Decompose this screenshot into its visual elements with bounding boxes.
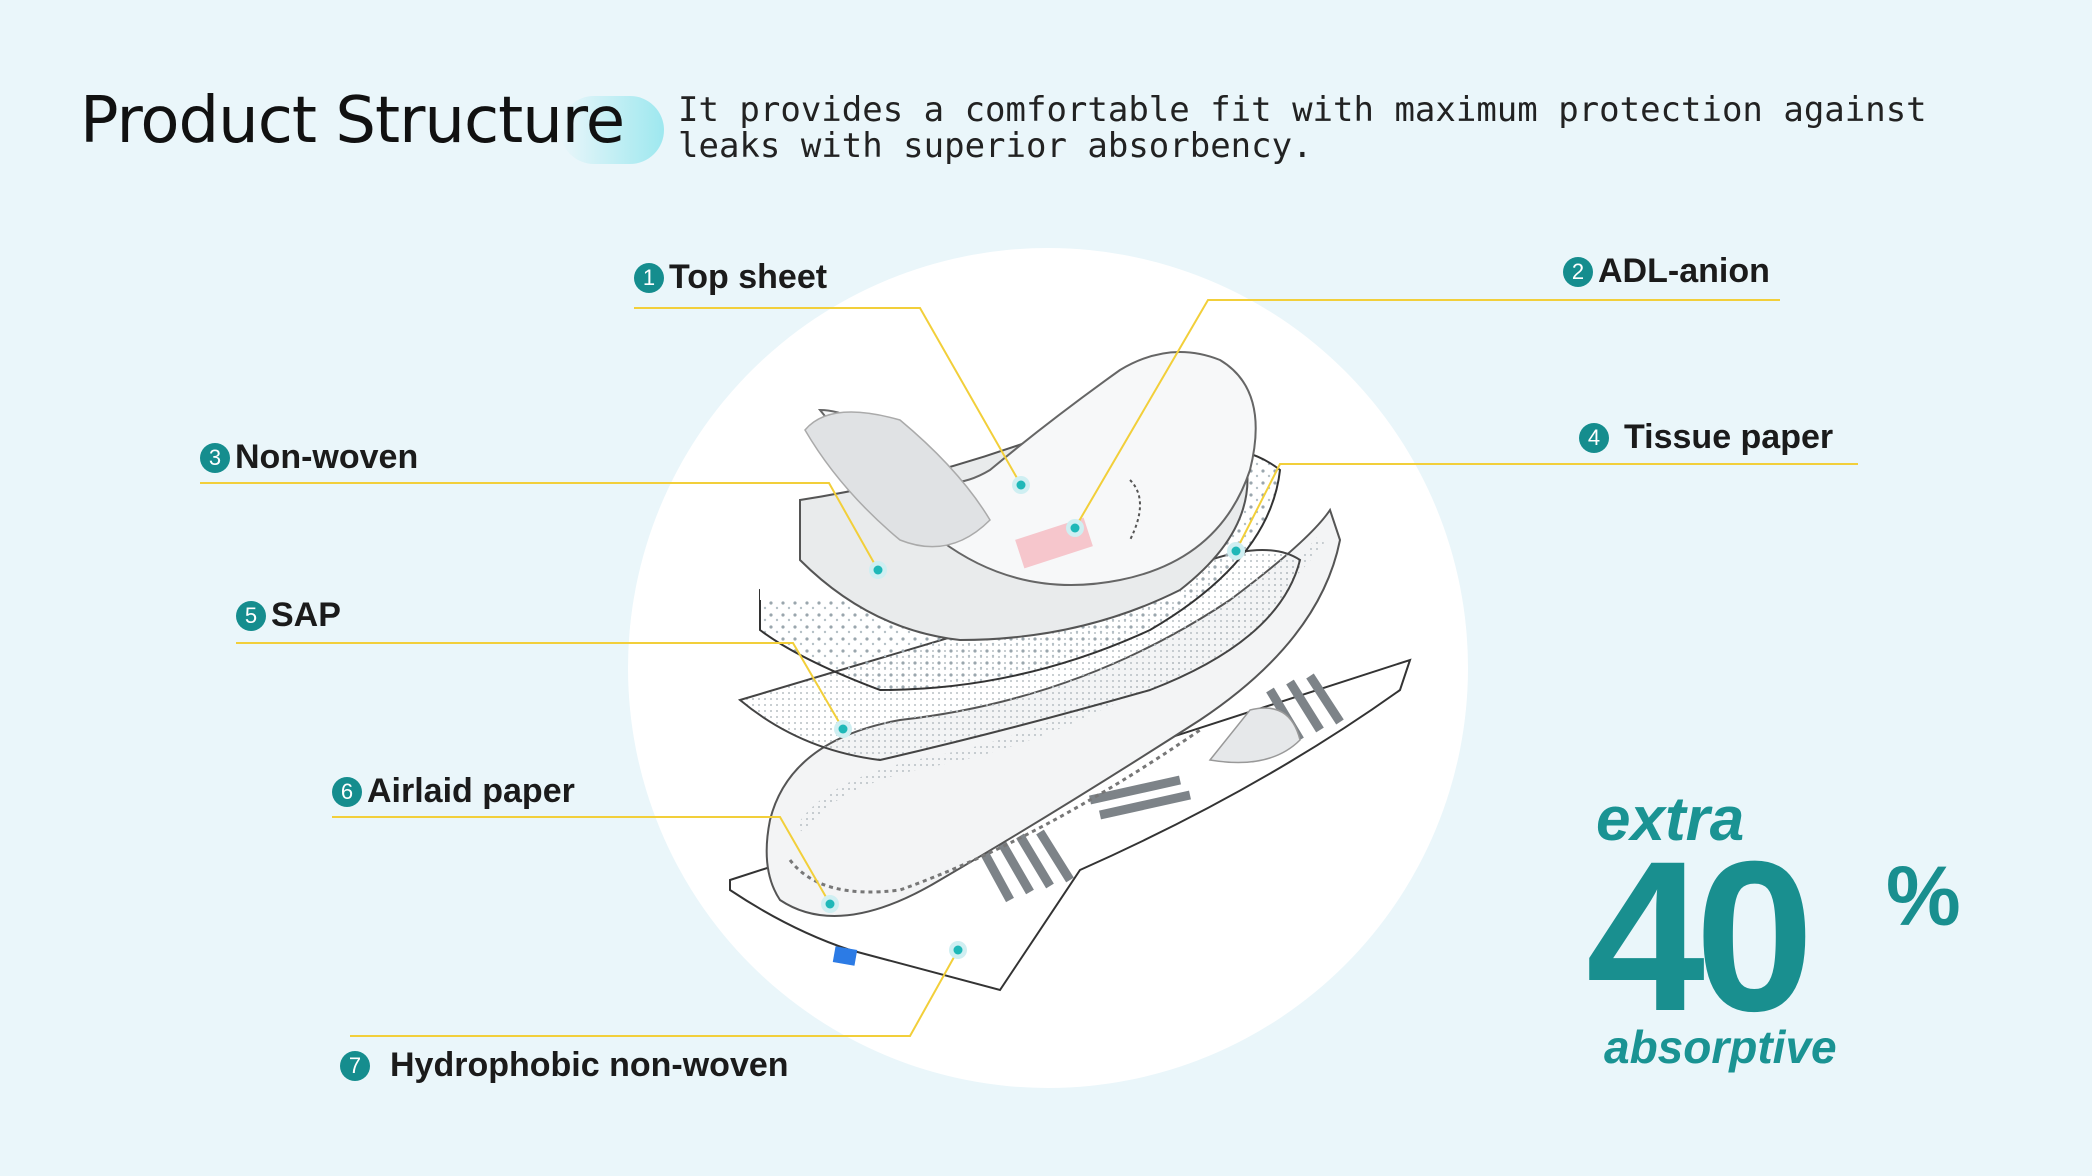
wing-left	[1208, 707, 1301, 764]
number-badge: 2	[1563, 256, 1593, 287]
stripe-marks-lower	[976, 673, 1344, 903]
badge-extra-text: extra	[1596, 785, 1745, 854]
number-badge: 7	[340, 1050, 370, 1081]
layer-label-airlaid-paper: 6 Airlaid paper	[332, 772, 575, 811]
layer-name: ADL-anion	[1598, 252, 1770, 290]
page-description: It provides a comfortable fit with maxim…	[678, 90, 1927, 166]
number-badge: 6	[332, 776, 362, 807]
number-badge: 4	[1579, 422, 1609, 453]
badge-absorptive-text: absorptive	[1604, 1021, 1837, 1073]
leader-line-tissue-paper	[1235, 463, 1858, 552]
leader-line-sap	[236, 642, 844, 730]
top-sheet-back-curl	[804, 411, 991, 548]
layer-label-non-woven: 3 Non-woven	[200, 438, 418, 477]
number-badge: 3	[200, 442, 230, 473]
number-badge: 1	[634, 262, 664, 293]
page-title: Product Structure	[80, 84, 625, 158]
layer-name: Hydrophobic non-woven	[390, 1046, 789, 1084]
layer-label-tissue-paper: 4 Tissue paper	[1579, 418, 1833, 457]
leader-line-non-woven	[200, 482, 879, 571]
number-badge: 5	[236, 600, 266, 631]
badge-percent-sign: %	[1886, 849, 1961, 943]
layer-name: Non-woven	[235, 438, 419, 476]
leader-line-hydrophobic	[350, 949, 959, 1037]
title-highlight	[560, 96, 664, 164]
leader-line-airlaid-paper	[332, 816, 831, 905]
marker-dots	[821, 476, 1245, 959]
badge-number: 40	[1586, 817, 1814, 1056]
leader-line-adl-anion	[1074, 299, 1780, 529]
layer-label-hydrophobic: 7 Hydrophobic non-woven	[340, 1046, 789, 1085]
leader-line-top-sheet	[634, 307, 1022, 486]
layer-name: Tissue paper	[1624, 418, 1834, 456]
blue-tab	[832, 946, 858, 966]
layer-label-adl-anion: 2 ADL-anion	[1563, 252, 1770, 291]
layer-name: SAP	[271, 596, 341, 634]
layer-name: Top sheet	[669, 258, 828, 296]
layer-name: Airlaid paper	[367, 772, 575, 810]
layer-label-top-sheet: 1 Top sheet	[634, 258, 827, 297]
layer-label-sap: 5 SAP	[236, 596, 341, 635]
